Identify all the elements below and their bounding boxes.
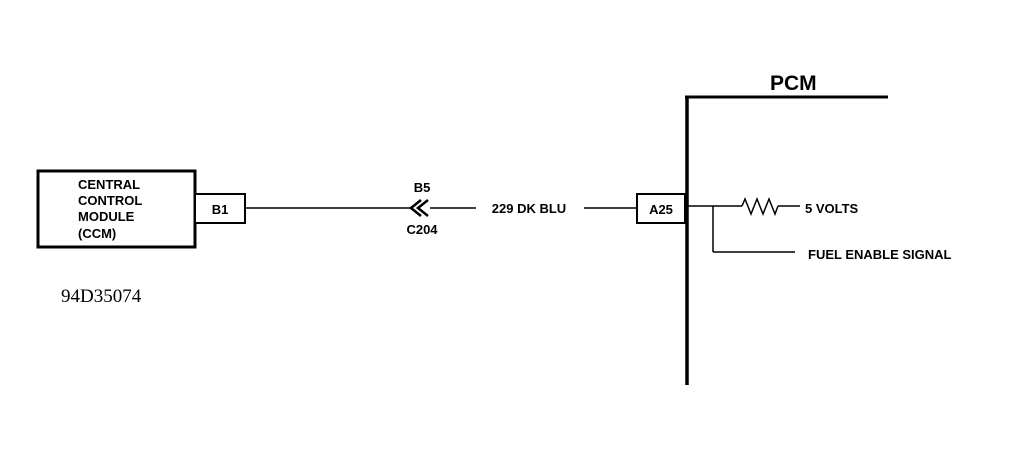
connector-chevron-outer	[408, 199, 422, 217]
pcm-pin-label: A25	[649, 202, 673, 217]
ccm-pin-box	[194, 193, 246, 224]
ccm-label-line-2: CONTROL	[78, 193, 142, 208]
ccm-label-line-1: CENTRAL	[78, 177, 140, 192]
ccm-pin-label: B1	[212, 202, 229, 217]
resistor-symbol	[741, 196, 779, 217]
wire-label: 229 DK BLU	[492, 201, 566, 216]
pcm-title: PCM	[770, 72, 817, 95]
connector-id-label: C204	[406, 222, 438, 237]
pcm-pin-box	[636, 193, 686, 224]
ccm-label-line-4: (CCM)	[78, 226, 116, 241]
pcm-outline	[685, 95, 888, 385]
ccm-module: CENTRAL CONTROL MODULE (CCM)	[36, 169, 197, 249]
ccm-pin-b1: B1	[194, 193, 246, 224]
pcm-pin-a25: A25	[636, 193, 686, 224]
connector-c204-symbol	[408, 199, 429, 217]
pcm-internal-circuit	[687, 196, 800, 253]
signal-label: FUEL ENABLE SIGNAL	[808, 247, 952, 262]
figure-code: 94D35074	[61, 286, 142, 307]
ccm-box	[36, 169, 197, 249]
ccm-label-line-3: MODULE	[78, 209, 135, 224]
connector-pin-label: B5	[414, 180, 431, 195]
voltage-label: 5 VOLTS	[805, 201, 859, 216]
connector-chevron-inner	[415, 199, 429, 217]
